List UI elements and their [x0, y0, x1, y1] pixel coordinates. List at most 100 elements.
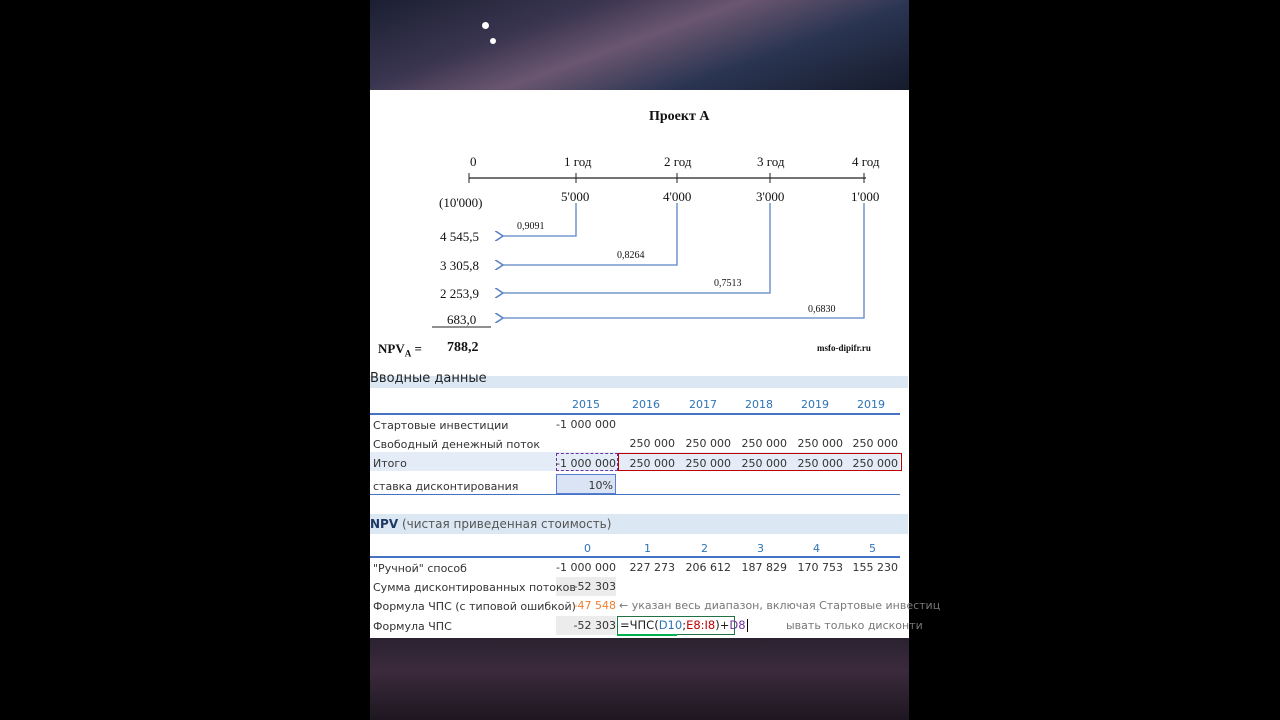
formula-sep: ;: [682, 618, 687, 632]
period-header: 5: [869, 542, 876, 555]
formula-ref-rate: D10: [658, 618, 683, 632]
discount-factor: 0,6830: [808, 304, 836, 315]
cashflow-value: 5'000: [561, 189, 590, 204]
spreadsheet: Вводные данные 2015 2016 2017 2018 2019 …: [370, 371, 940, 638]
formula-note: ывать только дисконти: [786, 619, 923, 632]
section-header-band: [370, 376, 908, 388]
cell[interactable]: 250 000: [741, 457, 788, 470]
period-label: 1 год: [564, 154, 592, 169]
background-bottom: [370, 638, 909, 720]
cell[interactable]: 10%: [588, 479, 613, 492]
text-cursor: [746, 619, 748, 632]
section-header-band: [370, 514, 908, 534]
discount-arrow: [503, 203, 577, 236]
discount-factor: 0,8264: [617, 250, 645, 261]
present-value: 4 545,5: [440, 229, 479, 244]
npv-label-text: NPV: [378, 341, 405, 356]
star: [490, 38, 496, 44]
background-top: [370, 0, 909, 90]
period-label: 0: [470, 154, 477, 169]
formula-underline: [617, 634, 677, 636]
npv-title-rest: (чистая приведенная стоимость): [401, 517, 612, 531]
present-value: 3 305,8: [440, 258, 479, 273]
header-rule: [370, 413, 900, 415]
cell[interactable]: 206 612: [685, 561, 732, 574]
red-range-box: [618, 453, 902, 471]
purple-range-box: [556, 453, 618, 471]
row-label: ставка дисконтирования: [373, 480, 519, 493]
row-label: Свободный денежный поток: [373, 438, 541, 451]
period-label: 3 год: [757, 154, 785, 169]
total-row-highlight: [370, 452, 900, 471]
header-rule: [370, 556, 900, 558]
sum-cell-highlight: [556, 577, 616, 596]
formula-ref-range: E8:I8: [686, 618, 716, 632]
period-label: 4 год: [852, 154, 880, 169]
formula-fn: =ЧПС(: [620, 618, 659, 632]
cell[interactable]: -52 303: [573, 619, 616, 632]
cell[interactable]: 250 000: [629, 437, 676, 450]
row-label: Итого: [373, 457, 407, 470]
cell[interactable]: -52 303: [573, 580, 616, 593]
present-value: 683,0: [447, 312, 477, 327]
npv-title-bold: NPV: [370, 517, 399, 531]
source-watermark: msfo-dipifr.ru: [817, 343, 871, 353]
cell[interactable]: 170 753: [797, 561, 844, 574]
cell[interactable]: 250 000: [629, 457, 676, 470]
discount-factor: 0,7513: [714, 278, 742, 289]
error-note: ← указан весь диапазон, включая Стартовы…: [619, 599, 941, 612]
npv-equals: =: [414, 341, 422, 356]
cell[interactable]: 227 273: [629, 561, 676, 574]
cell[interactable]: 187 829: [741, 561, 788, 574]
cashflow-value: 3'000: [756, 189, 785, 204]
rate-cell-highlight: [556, 474, 616, 494]
section-title-input: Вводные данные: [370, 371, 487, 386]
cashflow-value: 4'000: [663, 189, 692, 204]
year-header: 2018: [745, 398, 773, 411]
cell[interactable]: 250 000: [741, 437, 788, 450]
period-header: 3: [757, 542, 764, 555]
formula-editor[interactable]: =ЧПС(D10;E8:I8)+D8: [617, 616, 748, 635]
section-title-npv: NPV (чистая приведенная стоимость): [370, 517, 611, 531]
scanned-document: Проект А 0 1 год 2 год 3 год 4 год (10'0…: [370, 90, 909, 378]
discount-arrow: [503, 203, 865, 318]
cashflow-value: 1'000: [851, 189, 880, 204]
doc-title: Проект А: [649, 109, 710, 124]
cell[interactable]: 250 000: [685, 457, 732, 470]
cell[interactable]: 155 230: [852, 561, 899, 574]
year-header: 2019: [857, 398, 885, 411]
row-label: Сумма дисконтированных потоков: [373, 581, 576, 594]
npv-cell-highlight: [556, 616, 616, 635]
cell[interactable]: 250 000: [852, 437, 899, 450]
npv-label-subscript: A: [404, 348, 412, 359]
period-header: 2: [701, 542, 708, 555]
period-header: 0: [584, 542, 591, 555]
present-value: 2 253,9: [440, 286, 479, 301]
period-header: 4: [813, 542, 820, 555]
star: [482, 22, 489, 29]
section-rule: [370, 494, 900, 495]
year-header: 2016: [632, 398, 660, 411]
cell[interactable]: 250 000: [797, 457, 844, 470]
cell[interactable]: -1 000 000: [556, 457, 616, 470]
discount-arrow: [503, 203, 678, 265]
formula-plus: )+: [715, 618, 730, 632]
cell[interactable]: -1 000 000: [556, 418, 616, 431]
initial-investment: (10'000): [439, 195, 483, 210]
timeline-diagram: [432, 173, 866, 328]
cell-error[interactable]: -47 548: [573, 599, 616, 612]
row-label: "Ручной" способ: [373, 562, 467, 575]
cell[interactable]: 250 000: [685, 437, 732, 450]
period-header: 1: [644, 542, 651, 555]
row-label: Формула ЧПС: [373, 620, 452, 633]
discount-factor: 0,9091: [517, 221, 545, 232]
row-label: Стартовые инвестиции: [373, 419, 509, 432]
year-header: 2017: [689, 398, 717, 411]
npv-label: NPVA =: [378, 341, 422, 359]
cell[interactable]: -1 000 000: [556, 561, 616, 574]
year-header: 2015: [572, 398, 600, 411]
cell[interactable]: 250 000: [852, 457, 899, 470]
cell[interactable]: 250 000: [797, 437, 844, 450]
year-header: 2019: [801, 398, 829, 411]
npv-value: 788,2: [447, 340, 479, 355]
